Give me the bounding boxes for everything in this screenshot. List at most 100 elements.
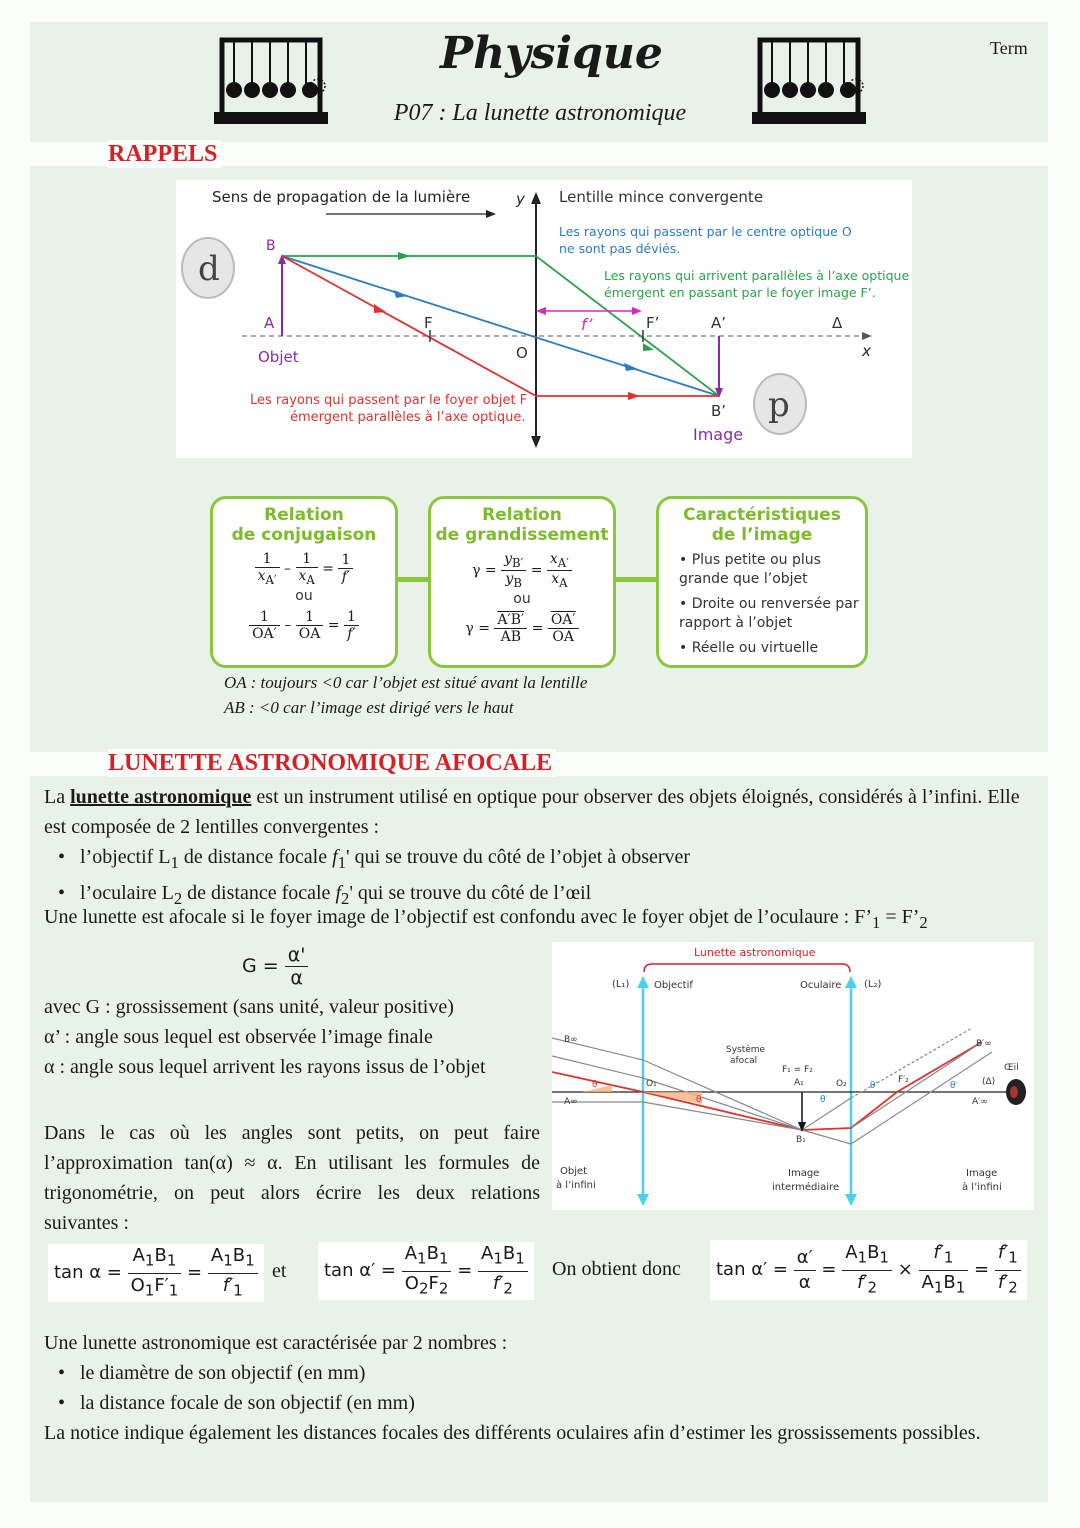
telescope-diagram: Lunette astronomique (L₁) Objectif Ocula… [552, 942, 1034, 1210]
center-note-2: ne sont pas déviés. [559, 241, 680, 256]
obj-inf-1: Objet [560, 1166, 587, 1177]
f-eq-label: F₁ = F₂ [782, 1065, 813, 1075]
box-connector [394, 577, 430, 582]
newton-cradle-icon [752, 37, 866, 124]
point-Bp: B’ [711, 402, 726, 420]
box-connector [612, 577, 656, 582]
img-int-1: Image [788, 1168, 819, 1179]
circle-p-icon: p [768, 385, 790, 425]
Apinf-label: A′∞ [972, 1097, 988, 1107]
O2-label: O₂ [836, 1079, 847, 1089]
x-axis-label: x [861, 342, 871, 360]
systeme-2: afocal [730, 1056, 757, 1066]
page-subtitle: P07 : La lunette astronomique [393, 100, 687, 126]
point-F: F [424, 314, 433, 332]
def-g: avec G : grossissement (sans unité, vale… [44, 996, 454, 1018]
B1-label: B₁ [796, 1135, 806, 1145]
img-inf-2: à l’infini [962, 1181, 1002, 1193]
delta-label: (Δ) [982, 1077, 995, 1087]
carac-item: • Plus petite ou plus grande que l’objet [679, 552, 821, 587]
A1-label: A₁ [794, 1078, 804, 1088]
on-obtient-label: On obtient donc [552, 1258, 681, 1280]
lens-label: Lentille mince convergente [559, 188, 763, 206]
Bpinf-label: B′∞ [976, 1039, 992, 1049]
small-angles-paragraph: Dans le cas où les angles sont petits, o… [44, 1122, 540, 1234]
img-inf-1: Image [966, 1168, 997, 1179]
note-ab: AB : <0 car l’image est dirigé vers le h… [224, 698, 514, 717]
delta-label: Δ [832, 314, 843, 332]
box-title: Relation [482, 505, 562, 525]
caract-list: le diamètre de son objectif (en mm) la d… [44, 1358, 944, 1418]
box-title: de conjugaison [231, 525, 377, 545]
thetap-label: θ′ [820, 1095, 828, 1105]
notice-paragraph: La notice indique également les distance… [44, 1422, 981, 1444]
def-alpha: α : angle sous lequel arrivent les rayon… [44, 1056, 486, 1078]
grand-formula-2: γ = A′B′AB = OA′OA [431, 612, 613, 645]
list-item: la distance focale de son objectif (en m… [44, 1388, 944, 1418]
propagation-label: Sens de propagation de la lumière [212, 188, 470, 206]
box-caracteristiques: Caractéristiques de l’image • Plus petit… [656, 496, 868, 668]
systeme-1: Système [726, 1044, 766, 1055]
focus-note-2: émergent parallèles à l’axe optique. [290, 410, 526, 425]
level-badge: Term [990, 38, 1028, 58]
note-oa: OA : toujours <0 car l’objet est situé a… [224, 673, 588, 692]
intro-paragraph: La lunette astronomique est un instrumen… [44, 786, 1020, 838]
L2-label: (L₂) [864, 979, 881, 990]
object-label: Objet [258, 348, 299, 366]
box-title: de grandissement [435, 525, 609, 545]
box-title: de l’image [711, 525, 813, 545]
grand-formula-1: γ = yB′yB = xA′xA [431, 551, 613, 590]
page-title: Physique [440, 28, 663, 79]
focus-note-1: Les rayons qui passent par le foyer obje… [250, 393, 527, 408]
ou-label: ou [513, 590, 531, 607]
box-grandissement: Relation de grandissement γ = yB′yB = xA… [428, 496, 616, 668]
oculaire-label: Oculaire [800, 980, 841, 991]
lenses-list: l’objectif L1 de distance focale f1' qui… [44, 842, 1034, 914]
et-label: et [272, 1260, 287, 1282]
theta-label: θ [592, 1080, 598, 1090]
lens-diagram: Sens de propagation de la lumière x y Le… [176, 180, 912, 458]
point-B: B [266, 238, 276, 254]
box-title: Relation [264, 505, 344, 525]
center-note-1: Les rayons qui passent par le centre opt… [559, 224, 852, 239]
img-int-2: intermédiaire [772, 1181, 839, 1193]
point-A: A [264, 314, 275, 332]
list-item: l’objectif L1 de distance focale f1' qui… [44, 842, 1034, 878]
image-label: Image [693, 425, 743, 444]
telescope-title: Lunette astronomique [694, 946, 816, 959]
y-axis-label: y [515, 190, 526, 208]
L1-label: (L₁) [612, 979, 629, 990]
g-formula: G = α'α [242, 944, 309, 989]
header-panel [30, 22, 1048, 142]
point-Ap: A’ [711, 314, 726, 332]
afocal-text: Une lunette est afocale si le foyer imag… [44, 906, 928, 932]
thetap-label: θ′ [950, 1081, 958, 1091]
parallel-note-1: Les rayons qui arrivent parallèles à l’a… [604, 268, 909, 283]
term-lunette: lunette astronomique [70, 786, 252, 808]
carac-item: • Réelle ou virtuelle [679, 640, 819, 656]
list-item: l’oculaire L2 de distance focale f2' qui… [44, 878, 1034, 914]
section-title-rappels: RAPPELS [108, 140, 222, 168]
def-alpha-prime: α’ : angle sous lequel est observée l’im… [44, 1026, 433, 1048]
carac-item: • Droite ou renversée par rapport à l’ob… [679, 596, 859, 631]
point-Fp: F’ [646, 314, 659, 332]
eye-icon: Œil [1004, 1063, 1019, 1073]
ou-label: ou [295, 587, 313, 604]
box-title: Caractéristiques [683, 505, 841, 525]
theta-label: θ [696, 1095, 702, 1105]
objectif-label: Objectif [654, 980, 693, 991]
parallel-note-2: émergent en passant par le foyer image F… [604, 285, 876, 300]
section-title-lunette: LUNETTE ASTRONOMIQUE AFOCALE [108, 749, 557, 777]
F2p-label: F′₂ [898, 1075, 909, 1085]
Ainf-label: A∞ [564, 1097, 578, 1107]
f-prime-label: f’ [581, 315, 593, 334]
circle-d-icon: d [198, 249, 220, 289]
point-O: O [516, 344, 528, 362]
obj-inf-2: à l’infini [556, 1179, 596, 1191]
